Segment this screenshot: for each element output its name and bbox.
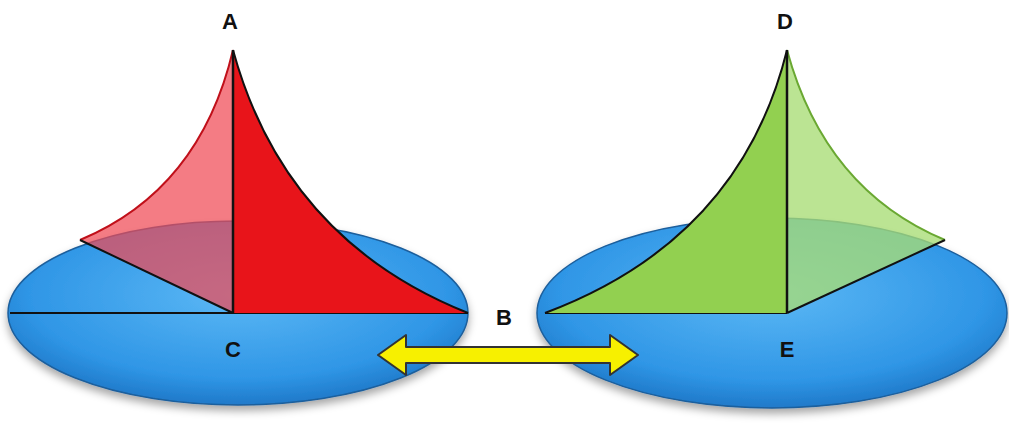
green-side-face: [787, 50, 945, 313]
red-edge: [232, 50, 235, 313]
green-edge: [787, 50, 945, 240]
point-label: A: [222, 11, 238, 33]
double-arrow: [378, 335, 638, 375]
green-edge: [786, 50, 789, 313]
green-edge: [787, 240, 945, 313]
red-edge: [80, 240, 233, 313]
green-front-face: [545, 50, 787, 313]
red-front-face: [233, 50, 468, 313]
point-label: C: [225, 339, 241, 361]
red-edge: [233, 50, 468, 313]
red-side-face: [80, 50, 233, 313]
green-edge: [545, 50, 787, 313]
red-edge: [80, 50, 233, 240]
point-label: B: [496, 307, 512, 329]
point-label: D: [777, 11, 793, 33]
point-label: E: [780, 339, 795, 361]
